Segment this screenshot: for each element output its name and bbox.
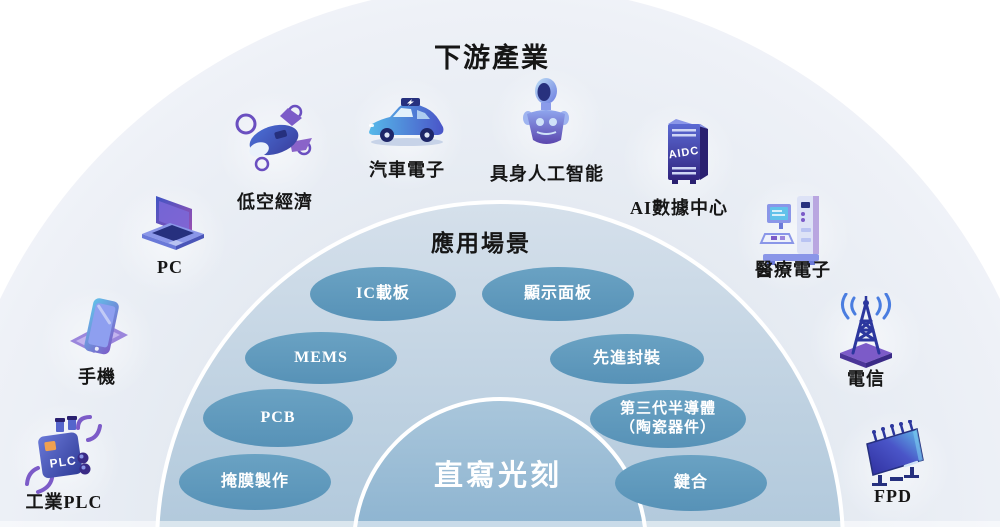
bubble-label: 第三代半導體 [619, 401, 716, 418]
industry-label: 工業PLC [25, 492, 103, 512]
industry-telecom: 電信 [796, 293, 936, 391]
core-technology-label: 直寫光刻 [433, 460, 563, 492]
application-ring-title: 應用場景 [431, 231, 531, 256]
industry-medical-electronics: 醫療電子 [723, 188, 863, 282]
industry-label: PC [157, 257, 183, 277]
bottom-band [0, 521, 1000, 527]
bubble-label: IC載板 [356, 285, 410, 302]
industry-label: 電信 [847, 369, 885, 389]
bubble-display-panel: 顯示面板 [482, 267, 634, 321]
car-icon [369, 98, 444, 146]
server-aidc-text: AIDC [668, 145, 700, 162]
industry-label: 汽車電子 [369, 160, 445, 180]
industry-ai-data-center: AIDC AI數據中心 [609, 112, 749, 220]
bubble-label: PCB [260, 409, 296, 426]
bubble-bonding: 鍵合 [615, 455, 767, 511]
industry-label: 手機 [78, 367, 116, 387]
bubble-advanced-packaging: 先進封裝 [550, 334, 704, 384]
bubble-label: 顯示面板 [523, 285, 592, 302]
bubble-mask-making: 掩膜製作 [179, 454, 331, 510]
bubble-third-gen-semiconductor: 第三代半導體 （陶瓷器件） [590, 390, 746, 448]
industry-label: FPD [874, 486, 912, 506]
bubble-mems: MEMS [245, 332, 397, 384]
drone-icon [235, 104, 312, 172]
industry-label: 低空經濟 [237, 192, 313, 212]
industry-embodied-ai: 具身人工智能 [477, 76, 617, 186]
industry-low-altitude-economy: 低空經濟 [205, 100, 345, 214]
industry-mobile-phone: 手機 [27, 295, 167, 389]
laptop-icon [142, 196, 204, 250]
smartphone-icon [70, 298, 128, 355]
bubble-label: 先進封裝 [592, 350, 661, 367]
industry-industrial-plc: PLC 工業PLC [0, 412, 134, 514]
bubble-ic-substrate: IC載板 [310, 267, 456, 321]
industry-pc: PC [100, 192, 240, 278]
bubble-pcb: PCB [203, 389, 353, 447]
bubble-label: 掩膜製作 [220, 473, 289, 490]
plc-text: PLC [49, 453, 78, 471]
medical-device-icon [759, 196, 819, 265]
cell-tower-icon [840, 293, 892, 368]
flat-panel-display-icon [866, 420, 924, 486]
bubble-label: MEMS [294, 349, 348, 366]
bubble-label-line2: （陶瓷器件） [619, 420, 716, 436]
industry-label: AI數據中心 [629, 198, 728, 218]
server-rack-icon: AIDC [668, 119, 708, 184]
diagram-title: 下游產業 [434, 43, 550, 73]
bubble-label: 鍵合 [673, 474, 708, 491]
industry-label: 醫療電子 [755, 260, 831, 280]
humanoid-robot-icon [523, 78, 569, 144]
industry-automotive-electronics: 汽車電子 [337, 86, 477, 182]
industry-label: 具身人工智能 [490, 164, 604, 184]
industry-fpd: FPD [823, 420, 963, 507]
plc-controller-icon: PLC [25, 415, 102, 494]
